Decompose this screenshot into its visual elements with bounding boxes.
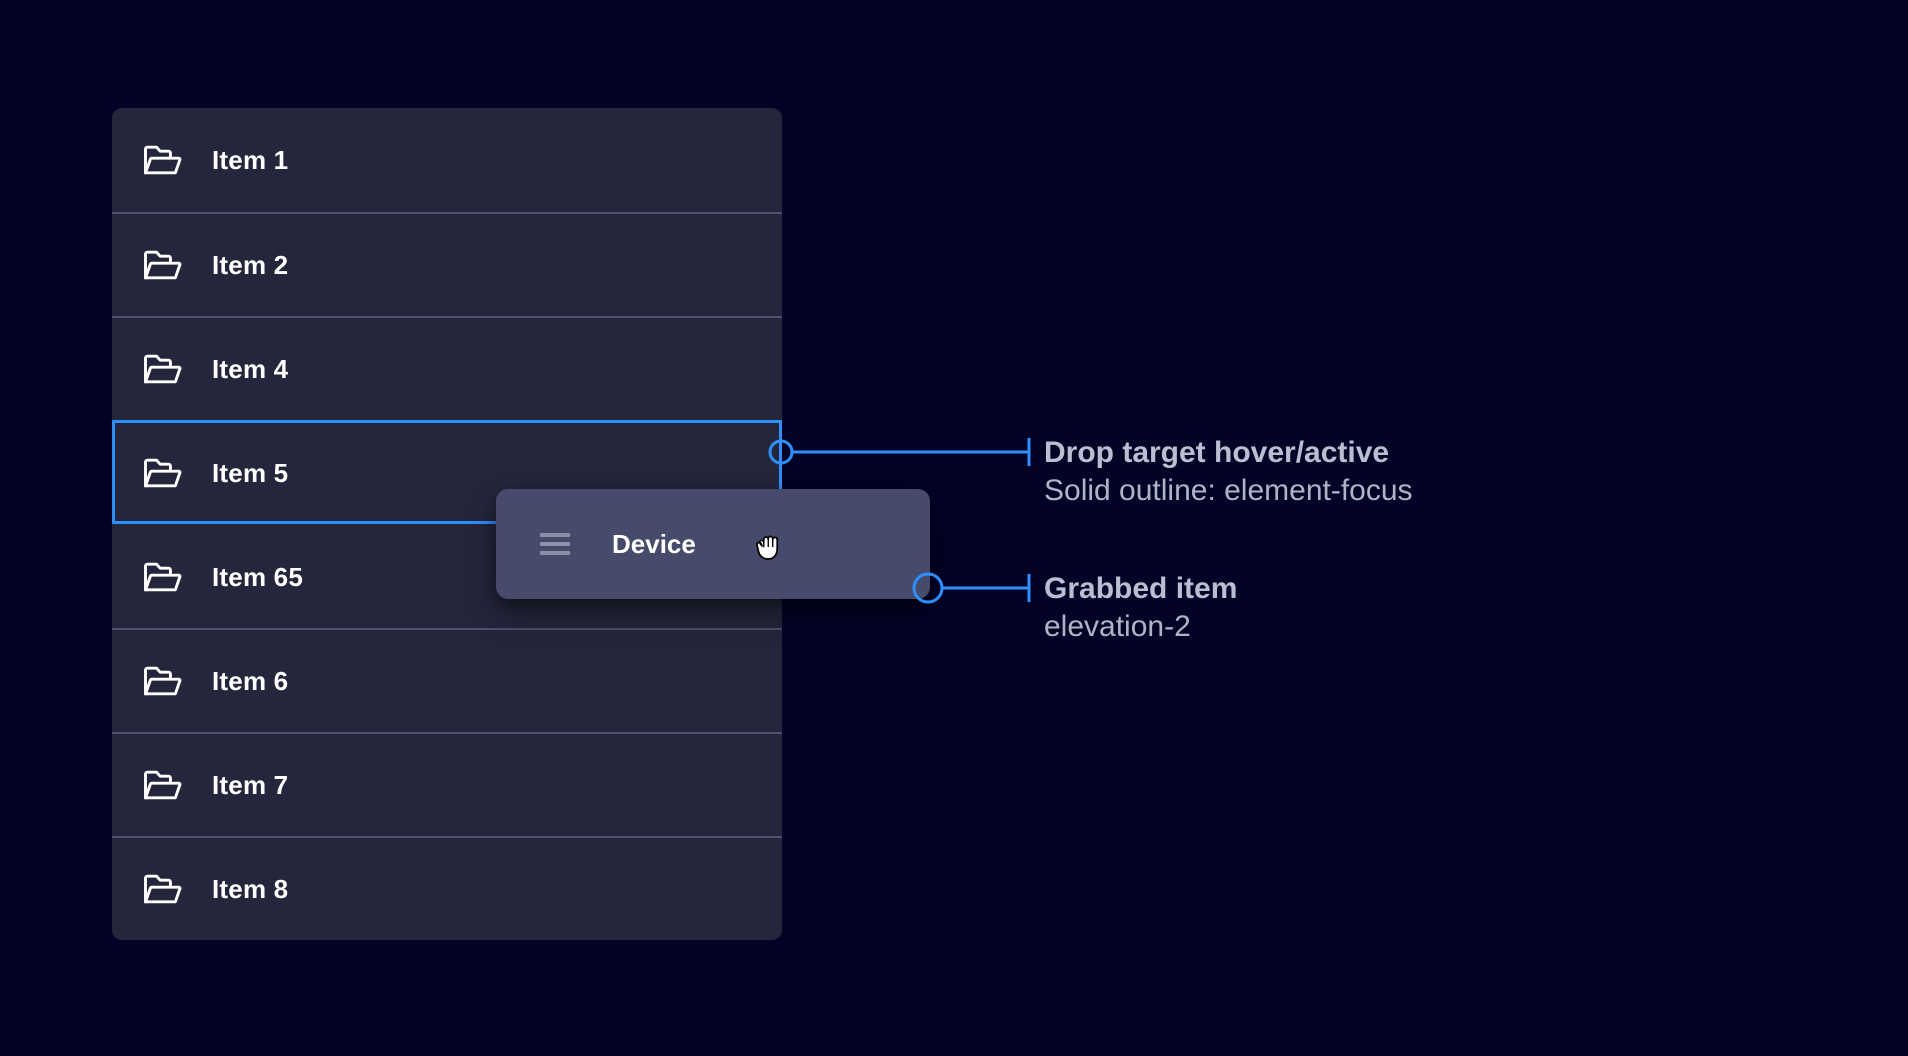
hamburger-drag-handle-icon[interactable] [540, 533, 570, 555]
list-item-label: Item 2 [212, 249, 289, 280]
list-item[interactable]: Item 8 [112, 836, 782, 940]
list-item-label: Item 5 [212, 457, 289, 488]
list-item-label: Item 1 [212, 144, 289, 175]
folder-open-icon [144, 562, 182, 592]
list-item-label: Item 65 [212, 561, 304, 592]
annotation-title: Grabbed item [1044, 572, 1238, 605]
list-item-label: Item 7 [212, 769, 289, 800]
folder-open-icon [144, 770, 182, 800]
list-item[interactable]: Item 1 [112, 108, 782, 212]
folder-open-icon [144, 666, 182, 696]
annotation-subtitle: Solid outline: element-focus [1044, 474, 1413, 508]
list-item-label: Item 4 [212, 353, 289, 384]
annotation-grabbed-item: Grabbed item elevation-2 [1044, 570, 1237, 647]
grabbed-item-card[interactable]: Device [496, 489, 930, 599]
folder-open-icon [144, 458, 182, 488]
list-item-drop-target[interactable]: Item 5 [112, 420, 782, 524]
annotation-title: Drop target hover/active [1044, 436, 1390, 469]
list-item[interactable]: Item 2 [112, 212, 782, 316]
list-item[interactable]: Item 4 [112, 316, 782, 420]
list-item[interactable]: Item 65 [112, 524, 782, 628]
grabbing-hand-cursor [756, 535, 779, 560]
list-item-label: Item 6 [212, 665, 289, 696]
list-item[interactable]: Item 7 [112, 732, 782, 836]
annotation-drop-target: Drop target hover/active Solid outline: … [1044, 434, 1413, 511]
folder-open-icon [144, 250, 182, 280]
folder-open-icon [144, 354, 182, 384]
list-item[interactable]: Item 6 [112, 628, 782, 732]
list-item-label: Item 8 [212, 873, 289, 904]
annotation-subtitle: elevation-2 [1044, 610, 1191, 644]
folder-open-icon [144, 145, 182, 175]
grabbed-item-label: Device [612, 528, 696, 559]
folder-open-icon [144, 874, 182, 904]
